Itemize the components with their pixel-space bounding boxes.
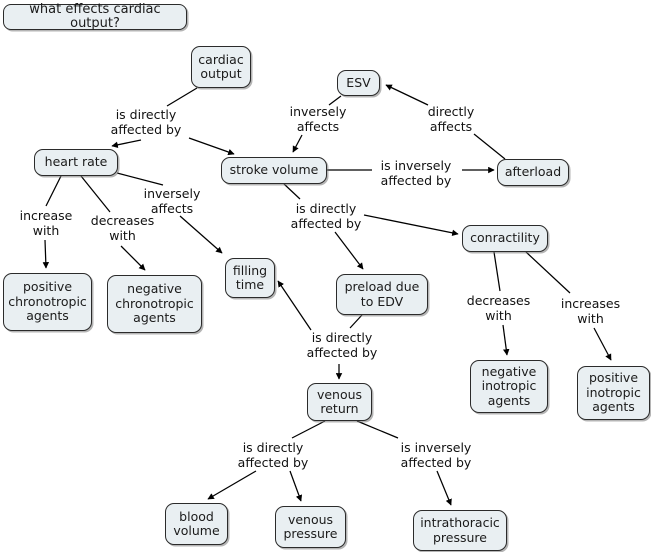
node-positive-chronotropic[interactable]: positive chronotropic agents — [3, 273, 92, 331]
node-cardiac-output[interactable]: cardiac output — [191, 46, 251, 88]
edge-afterload-to-label — [473, 133, 506, 160]
node-heart-rate[interactable]: heart rate — [34, 149, 118, 176]
edge-label-afterload-directly: directly affects — [427, 104, 475, 134]
edge-label-to-stroke-volume-2 — [292, 134, 303, 153]
node-stroke-volume[interactable]: stroke volume — [221, 157, 327, 184]
edge-heart-rate-to-inversely — [116, 172, 164, 186]
node-filling-time[interactable]: filling time — [225, 258, 275, 298]
node-positive-inotropic[interactable]: positive inotropic agents — [577, 366, 650, 420]
edge-directly-to-blood-volume — [207, 470, 257, 500]
edge-increases-to-positive-inotropic — [593, 327, 612, 361]
edge-label-sv-inversely-after: is inversely affected by — [380, 158, 452, 188]
edge-heart-rate-to-decreases — [80, 175, 111, 213]
edge-label-to-heart-rate — [111, 139, 142, 148]
edge-decreases-to-negative-inotropic — [502, 324, 510, 356]
edge-venous-return-to-inversely — [356, 420, 399, 439]
edge-label-to-stroke-volume — [188, 137, 235, 156]
edge-preload-to-directly — [349, 314, 363, 329]
edge-label-hr-increase: increase with — [19, 208, 73, 238]
edge-decreases-to-negative-chrono — [120, 245, 146, 271]
edge-directly-to-preload — [334, 231, 364, 270]
node-venous-pressure[interactable]: venous pressure — [275, 506, 346, 548]
edge-label-hr-inversely: inversely affects — [143, 186, 201, 216]
edge-directly-to-venous-pressure — [289, 470, 303, 502]
edge-heart-rate-to-increase — [45, 175, 62, 207]
edge-label-vr-directly: is directly affected by — [237, 440, 309, 470]
node-negative-chronotropic[interactable]: negative chronotropic agents — [107, 275, 202, 333]
edge-cardiac-output-to-label — [166, 87, 198, 107]
node-venous-return[interactable]: venous return — [307, 383, 372, 421]
node-intrathoracic-pressure[interactable]: intrathoracic pressure — [413, 510, 507, 551]
edge-label-co-to-children: is directly affected by — [110, 107, 182, 137]
edge-label-preload-directly: is directly affected by — [306, 330, 378, 360]
question-node[interactable]: what effects cardiac output? — [3, 2, 187, 31]
edge-inversely-to-intrathoracic — [436, 470, 452, 506]
node-esv[interactable]: ESV — [337, 70, 380, 96]
edge-label-contr-increases: increases with — [560, 296, 621, 326]
edge-label-to-esv — [385, 84, 429, 106]
edge-directly-to-filling-time — [277, 280, 312, 331]
edge-label-vr-inversely: is inversely affected by — [400, 440, 472, 470]
edge-increase-to-positive-chrono — [42, 239, 50, 269]
edge-label-contr-decreases: decreases with — [466, 293, 531, 323]
edge-label-sv-directly: is directly affected by — [290, 201, 362, 231]
node-preload-due-to-edv[interactable]: preload due to EDV — [336, 274, 428, 315]
edge-stroke-volume-to-directly — [283, 183, 301, 200]
node-negative-inotropic[interactable]: negative inotropic agents — [470, 360, 548, 413]
edge-directly-to-conractility — [363, 214, 459, 237]
node-blood-volume[interactable]: blood volume — [165, 503, 228, 545]
edge-label-hr-decreases: decreases with — [90, 213, 155, 243]
edge-label-esv-inversely: inversely affects — [289, 104, 347, 134]
node-conractility[interactable]: conractility — [462, 225, 548, 252]
edge-inversely-to-filling-time — [179, 215, 223, 254]
edge-conractility-to-decreases — [493, 251, 501, 292]
edge-venous-return-to-directly — [291, 420, 326, 439]
edge-conractility-to-increases — [525, 251, 571, 294]
node-afterload[interactable]: afterload — [497, 159, 569, 186]
